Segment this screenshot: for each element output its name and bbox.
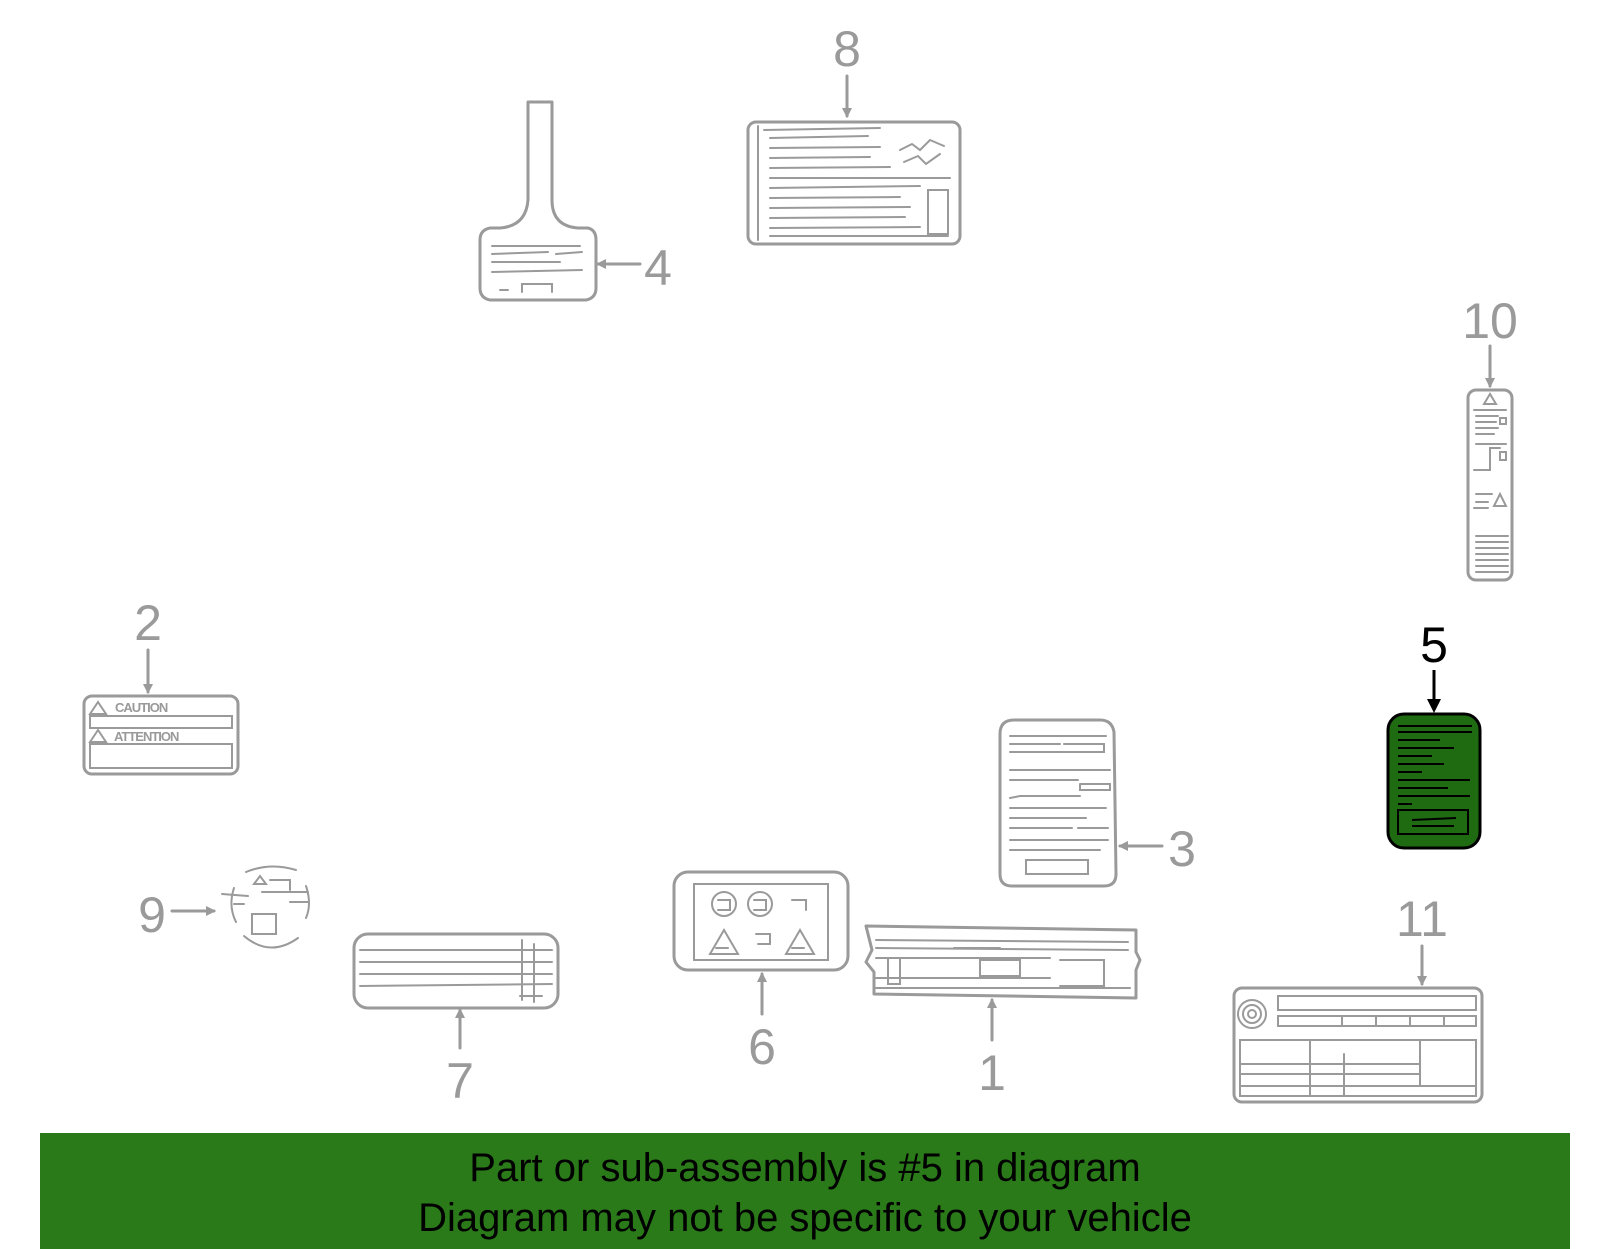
banner-line-1: Part or sub-assembly is #5 in diagram — [469, 1146, 1141, 1190]
part-7-label[interactable] — [352, 932, 560, 1010]
callout-9[interactable]: 9 — [138, 887, 166, 943]
banner-line-2: Diagram may not be specific to your vehi… — [418, 1196, 1192, 1240]
part-11-label[interactable] — [1232, 986, 1484, 1104]
callout-3[interactable]: 3 — [1168, 821, 1196, 877]
part-1-label[interactable] — [864, 924, 1142, 1000]
part-4-label[interactable] — [478, 100, 598, 302]
part-2-label[interactable]: CAUTION ATTENTION — [82, 694, 240, 776]
callout-7[interactable]: 7 — [446, 1053, 474, 1109]
callout-10[interactable]: 10 — [1462, 293, 1518, 349]
attention-text: ATTENTION — [114, 729, 179, 744]
info-banner: Part or sub-assembly is #5 in diagram Di… — [40, 1133, 1570, 1249]
callout-6[interactable]: 6 — [748, 1019, 776, 1075]
part-5-label[interactable] — [1386, 712, 1482, 850]
part-9-label[interactable] — [221, 865, 310, 949]
part-10-label[interactable] — [1466, 388, 1514, 582]
callout-1[interactable]: 1 — [978, 1045, 1006, 1101]
part-3-label[interactable] — [998, 718, 1118, 888]
part-6-label[interactable] — [672, 870, 850, 972]
callout-11[interactable]: 11 — [1396, 891, 1448, 947]
caution-text: CAUTION — [115, 700, 168, 715]
callout-2[interactable]: 2 — [134, 595, 162, 651]
callout-5[interactable]: 5 — [1420, 617, 1448, 673]
callout-8[interactable]: 8 — [833, 21, 861, 77]
callout-4[interactable]: 4 — [644, 240, 672, 296]
part-8-label[interactable] — [746, 120, 962, 246]
